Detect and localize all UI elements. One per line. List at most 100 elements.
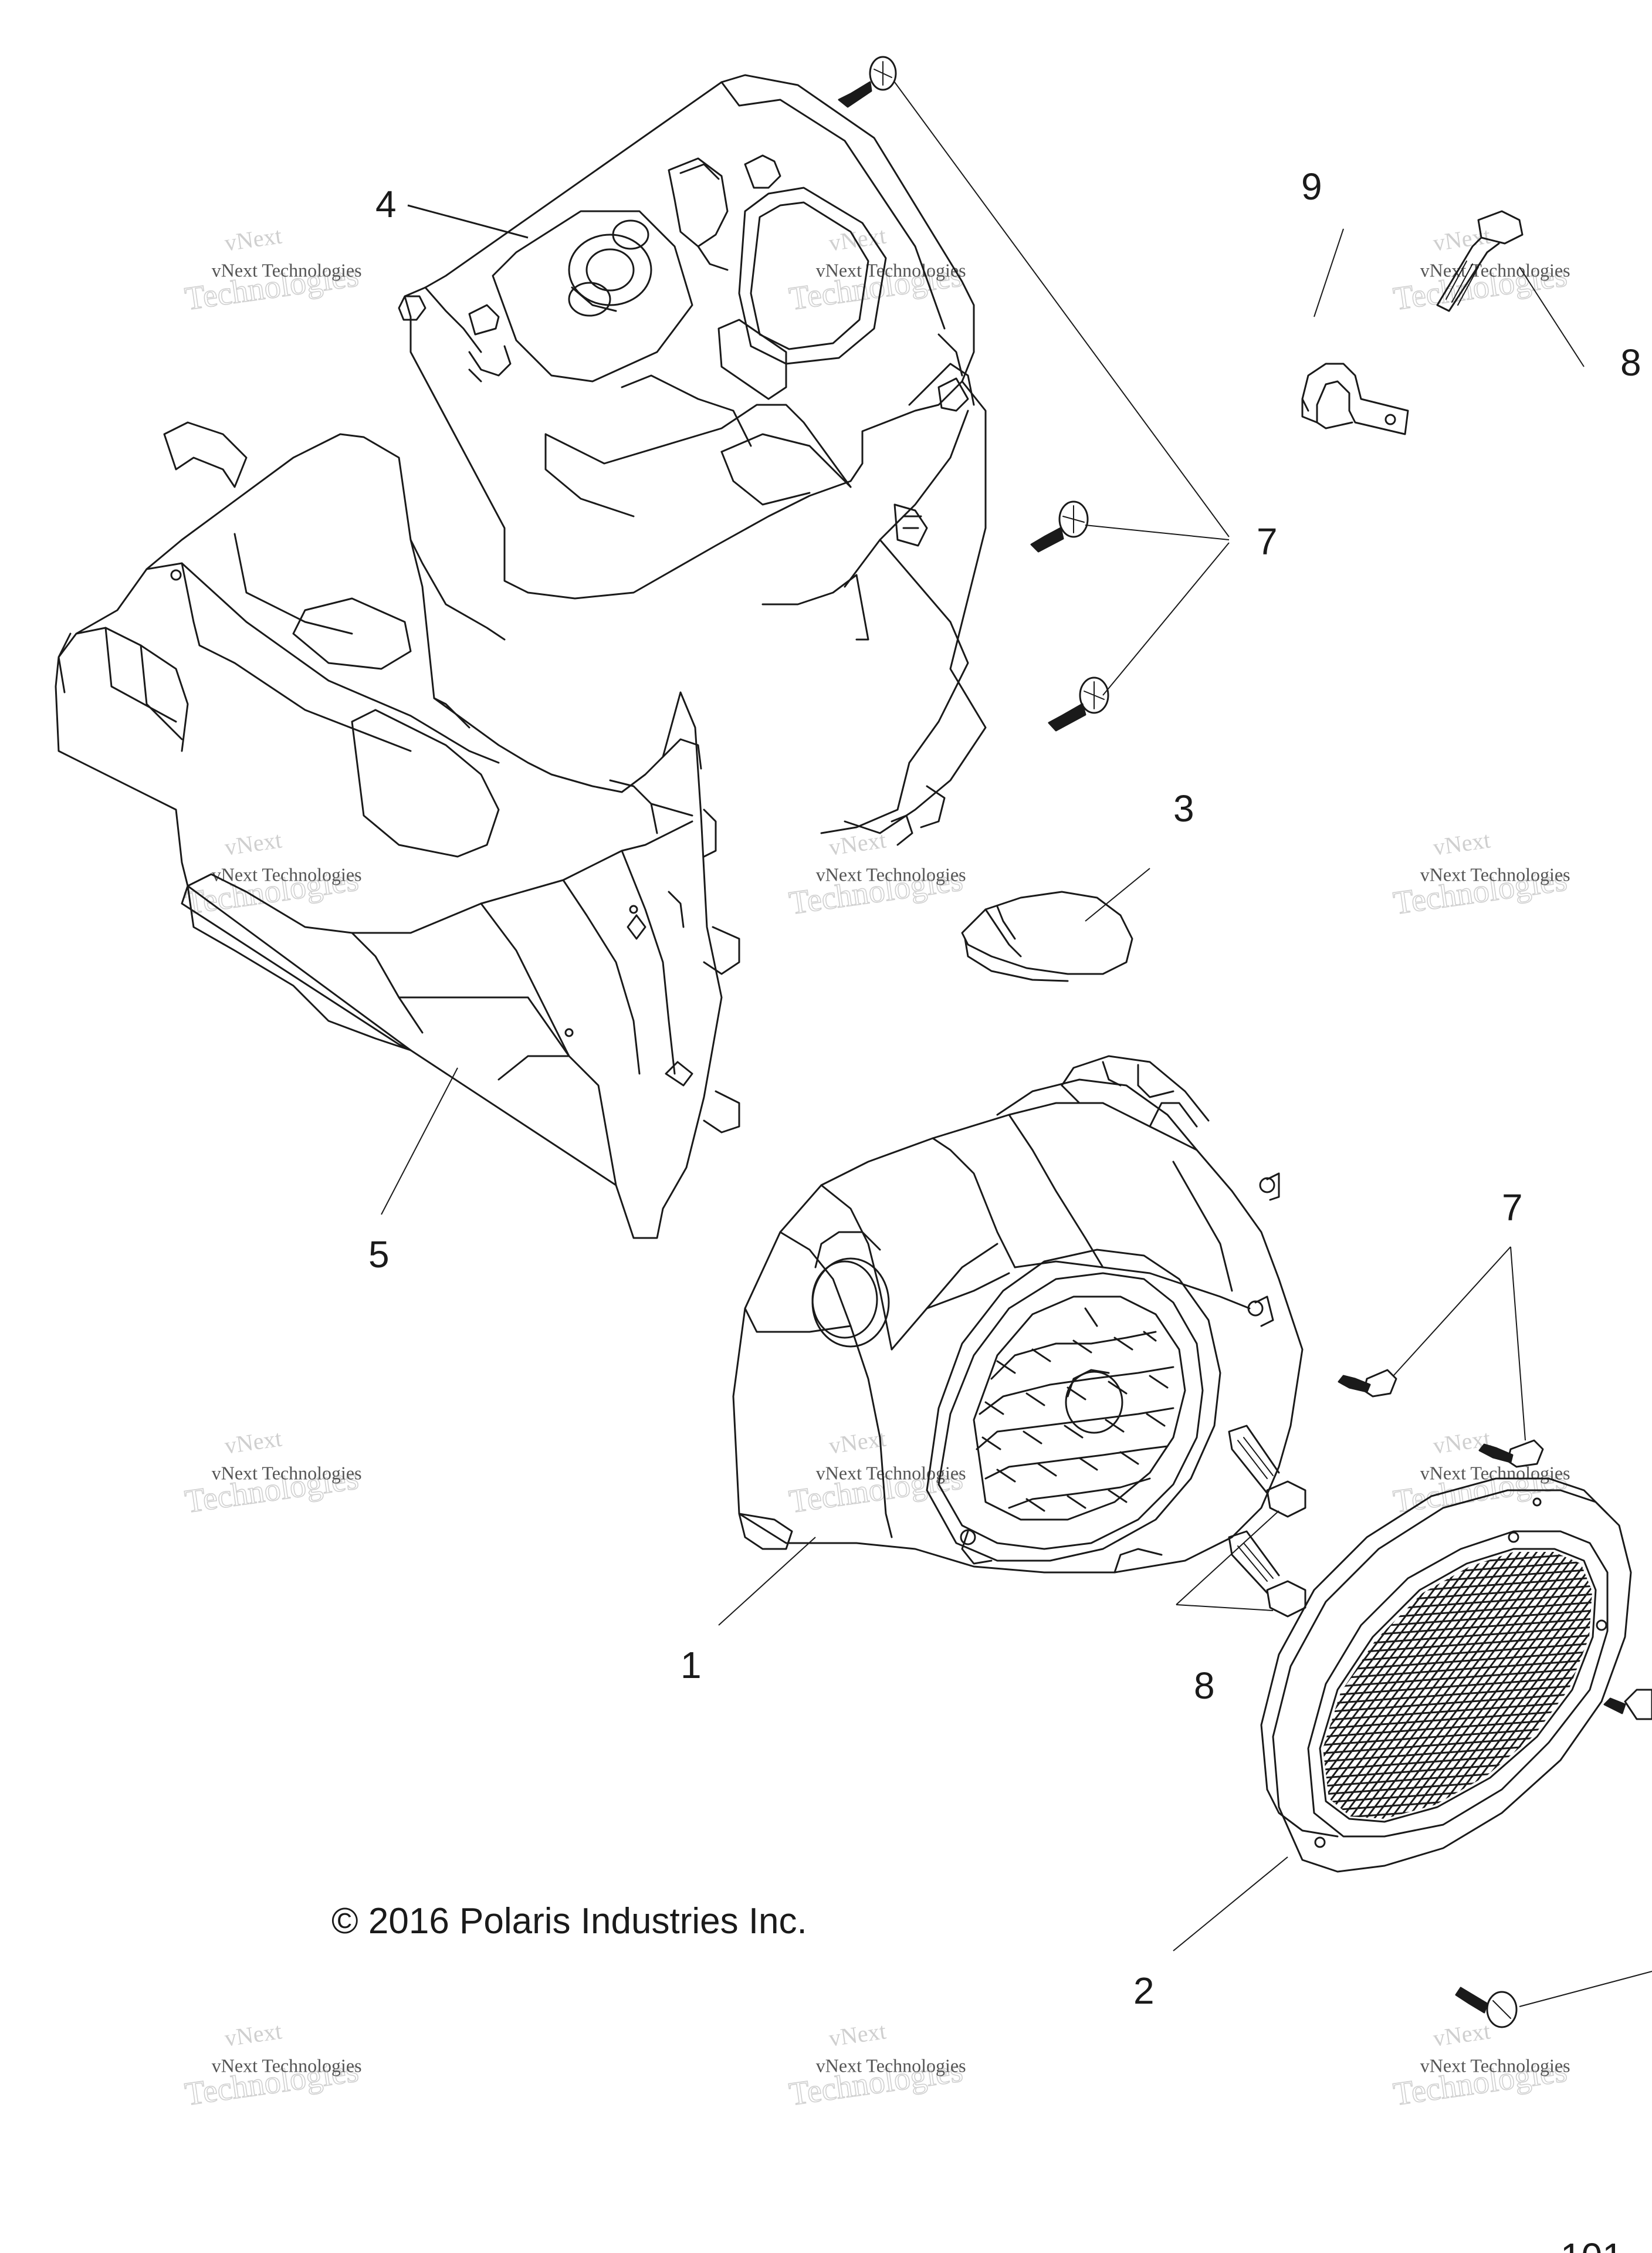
grille-slat	[1580, 1552, 1592, 1819]
grille-cross-slat	[1291, 1518, 1619, 1542]
callout-3: 3	[1173, 787, 1194, 830]
grille-slat	[1408, 1552, 1592, 1819]
watermark-text: vNext Technologies	[212, 260, 362, 281]
grille-slat	[1589, 1552, 1592, 1819]
grille-slat	[1639, 1525, 1652, 1848]
leader-lines	[381, 82, 1652, 2007]
watermark-text: vNext Technologies	[1420, 2055, 1570, 2076]
watermark-text: vNext Technologies	[212, 2055, 362, 2076]
grille-cross-slat	[1291, 1510, 1619, 1534]
grille-mesh	[941, 1510, 1652, 1848]
screw-7-top	[838, 56, 897, 108]
grille-slat	[1441, 1552, 1592, 1819]
grille-slat	[1342, 1552, 1591, 1819]
grille-slat	[949, 1525, 1196, 1848]
watermark-brand: vNext	[1431, 2018, 1492, 2052]
grille-slat	[1350, 1552, 1592, 1819]
grille-slat	[1367, 1552, 1592, 1819]
grille-slat	[1623, 1525, 1652, 1848]
watermark-brand: vNext	[223, 2018, 283, 2052]
watermark-text: vNext Technologies	[816, 260, 966, 281]
bolt-8-upper	[1228, 1425, 1306, 1518]
grille-slat	[1323, 1552, 1517, 1819]
page-number: 101	[1560, 2235, 1623, 2253]
screw-7-middle	[1030, 500, 1089, 553]
grille-slat	[974, 1525, 1220, 1848]
callout-7-right: 7	[1502, 1186, 1523, 1229]
watermark-brand: vNext	[223, 1425, 283, 1459]
callout-8-lower: 8	[1194, 1665, 1215, 1707]
grille-slat	[1323, 1552, 1501, 1819]
screw-7-right-a	[1338, 1369, 1397, 1398]
grille-slat	[1323, 1552, 1345, 1819]
grille-cross-slat	[1323, 1682, 1592, 1707]
callout-7-top: 7	[1257, 520, 1278, 563]
grille-slat	[1056, 1525, 1302, 1848]
screw-7-lower	[1048, 676, 1109, 732]
grille-slat	[957, 1525, 1204, 1848]
grille-slat	[941, 1525, 1187, 1848]
grille-cross-slat	[1323, 1690, 1592, 1716]
watermark-text: vNext Technologies	[1420, 1463, 1570, 1484]
grille-slat	[1323, 1552, 1542, 1819]
watermark-brand: vNext	[827, 2018, 888, 2052]
copyright-notice: © 2016 Polaris Industries Inc.	[331, 1901, 807, 1941]
grille-slat	[1023, 1525, 1270, 1848]
grille-slat	[1031, 1525, 1278, 1848]
watermark-brand: vNext	[223, 827, 283, 861]
watermark-brand: vNext	[1431, 1425, 1492, 1459]
grille-slat	[1647, 1525, 1652, 1848]
screw-7-bottom	[1455, 1987, 1518, 2028]
grille-slat	[1375, 1552, 1592, 1819]
watermark-text: vNext Technologies	[816, 2055, 966, 2076]
grille-slat	[1323, 1552, 1509, 1819]
grille-slat	[1323, 1552, 1558, 1819]
watermark-brand: vNext	[223, 222, 283, 256]
grille-slat	[1606, 1525, 1652, 1848]
part-9-clamp	[1301, 363, 1409, 435]
part-1-fan-housing	[732, 1055, 1304, 1574]
grille-slat	[1323, 1552, 1361, 1819]
watermark-brand: vNext	[1431, 827, 1492, 861]
grille-slat	[1064, 1525, 1311, 1848]
watermark-text: vNext Technologies	[1420, 260, 1570, 281]
grille-slat	[1015, 1525, 1261, 1848]
bolt-8-lower	[1228, 1530, 1306, 1618]
grille-cross-slat	[1323, 1665, 1592, 1691]
callout-5: 5	[368, 1233, 390, 1276]
watermark-text: vNext Technologies	[816, 1463, 966, 1484]
grille-slat	[1323, 1552, 1353, 1819]
watermark-text: vNext Technologies	[212, 864, 362, 885]
grille-slat	[1383, 1552, 1592, 1819]
callout-8-top: 8	[1620, 341, 1641, 384]
grille-slat	[982, 1525, 1228, 1848]
callout-1: 1	[681, 1644, 702, 1686]
grille-slat	[1048, 1525, 1294, 1848]
watermark-text: vNext Technologies	[212, 1463, 362, 1484]
watermark-text: vNext Technologies	[1420, 864, 1570, 885]
screw-7-right-b	[1478, 1439, 1544, 1468]
grille-slat	[1323, 1552, 1550, 1819]
watermark-brand: vNext	[827, 222, 888, 256]
callout-labels: 4 9 8 7 3 5 7 1 8 2	[368, 165, 1641, 2012]
part-4-upper-shroud	[398, 74, 987, 846]
callout-2: 2	[1133, 1970, 1155, 2012]
bolt-8-top	[1436, 210, 1524, 312]
part-3-cap	[961, 891, 1133, 982]
grille-slat	[1614, 1525, 1652, 1848]
watermark-text: vNext Technologies	[816, 864, 966, 885]
part-5-lower-duct	[55, 421, 740, 1239]
screw-7-edge	[1603, 1689, 1652, 1720]
callout-4: 4	[375, 183, 397, 225]
grille-slat	[1007, 1525, 1253, 1848]
grille-slat	[1556, 1552, 1592, 1819]
